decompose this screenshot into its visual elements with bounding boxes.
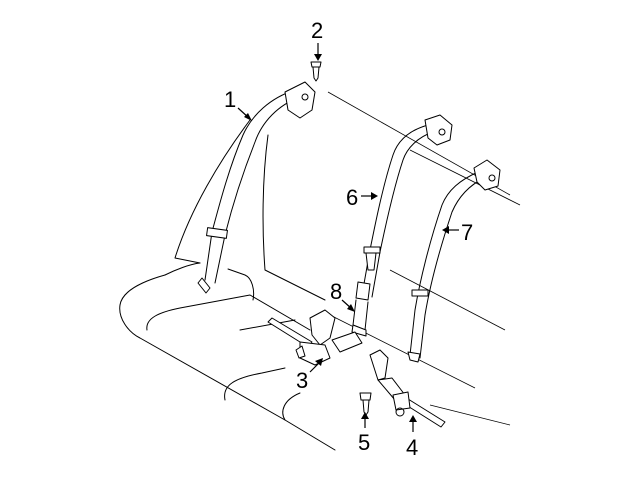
part-5-bolt [359,392,372,416]
callouts: 1 2 3 4 5 6 7 8 [224,18,473,460]
callout-8: 8 [330,279,342,304]
part-7-right-seat-belt [407,159,501,363]
part-4-buckle-assembly [369,349,446,428]
callout-4: 4 [406,435,418,460]
callout-1: 1 [224,87,236,112]
callout-5: 5 [358,430,370,455]
callout-6: 6 [346,185,358,210]
part-2-bolt [310,61,322,82]
seat-cushion-outline [119,274,336,451]
part-8-buckle-strap [351,281,371,337]
part-1-left-seat-belt [197,81,316,294]
leader-arrows [237,43,459,432]
rear-shelf-lines [327,91,521,426]
callout-7: 7 [461,220,473,245]
callout-3: 3 [296,368,308,393]
part-3-buckle-assembly [267,309,363,366]
part-6-center-seat-belt [361,114,453,298]
seat-back-outline [164,119,326,301]
callout-2: 2 [311,18,323,43]
